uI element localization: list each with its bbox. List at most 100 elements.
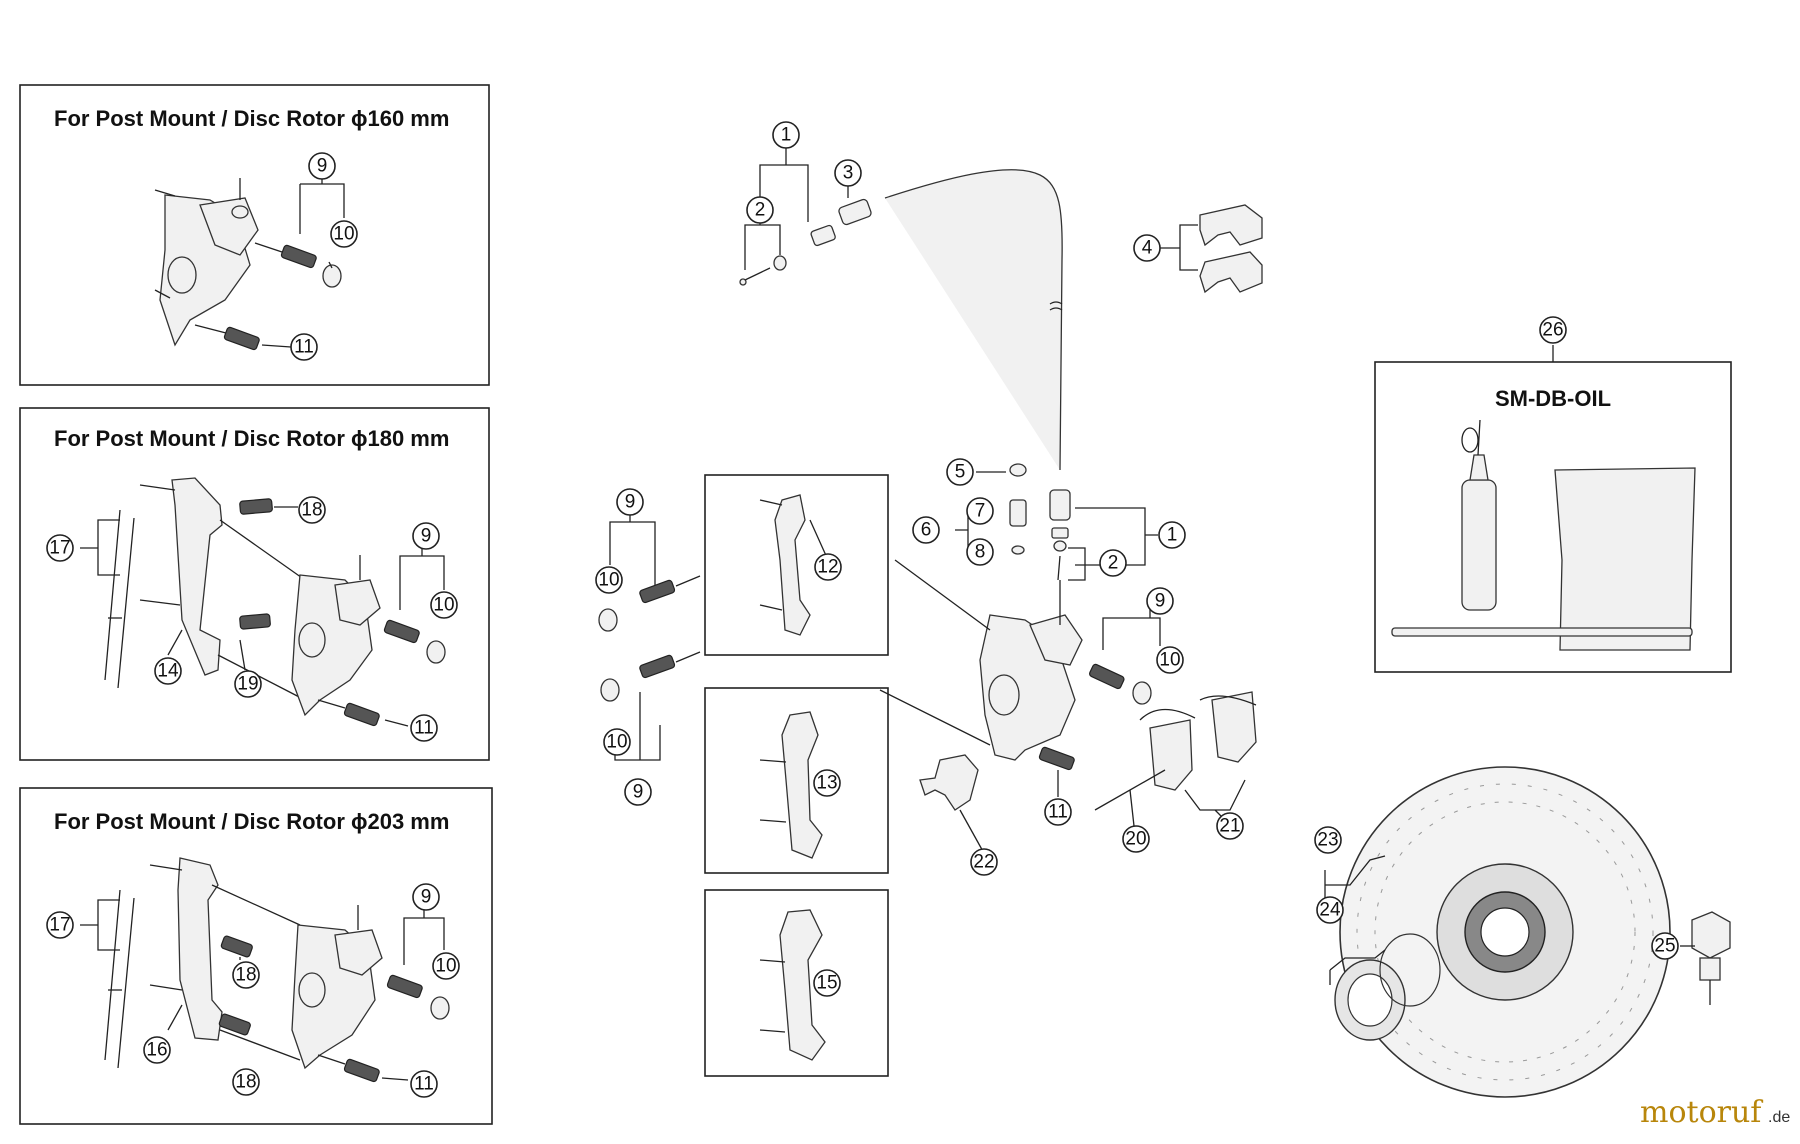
callout-24: 24: [1316, 896, 1344, 924]
lockring: [1334, 933, 1441, 1041]
svg-text:10: 10: [606, 732, 627, 753]
callout-9-panel-160: 9: [308, 152, 336, 180]
callout-10-main-lower: 10: [603, 728, 631, 756]
svg-text:1: 1: [781, 125, 792, 146]
svg-text:13: 13: [816, 773, 837, 794]
callout-9-main-lower: 9: [624, 778, 652, 806]
svg-text:3: 3: [843, 163, 854, 184]
panel-203-title: For Post Mount / Disc Rotor ϕ203 mm: [54, 809, 449, 834]
svg-text:17: 17: [49, 538, 70, 559]
callout-11-panel-180: 11: [410, 714, 438, 742]
svg-text:17: 17: [49, 915, 70, 936]
panel-160-title: For Post Mount / Disc Rotor ϕ160 mm: [54, 106, 449, 131]
bolt-180-11: [317, 699, 380, 727]
svg-text:23: 23: [1317, 830, 1338, 851]
callout-9-main-right: 9: [1146, 587, 1174, 615]
callout-22: 22: [970, 848, 998, 876]
bracket-lines-203: [104, 889, 135, 1069]
callout-11-main: 11: [1044, 798, 1072, 826]
callout-17-panel-180: 17: [46, 534, 74, 562]
adapter-203: [149, 857, 301, 1061]
hose-fittings-lower: [1049, 489, 1071, 581]
panel-180-title: For Post Mount / Disc Rotor ϕ180 mm: [54, 426, 449, 451]
bracket-lines-180: [104, 509, 135, 689]
callout-16-panel-203: 16: [143, 1036, 171, 1064]
washer-203: [430, 996, 450, 1020]
washer-160: [322, 264, 342, 288]
callout-4: 4: [1133, 234, 1161, 262]
svg-text:26: 26: [1542, 320, 1563, 341]
callout-10-main-upper: 10: [595, 566, 623, 594]
svg-text:10: 10: [1159, 650, 1180, 671]
watermark-logo: motoruf .de: [1640, 1095, 1790, 1130]
callout-18-panel-203-upper: 18: [232, 961, 260, 989]
svg-text:10: 10: [333, 224, 354, 245]
main-bolt-9: [1089, 663, 1152, 705]
bolt-203-11: [317, 1054, 380, 1083]
svg-text:11: 11: [1048, 802, 1068, 823]
svg-text:10: 10: [598, 570, 619, 591]
callout-20: 20: [1122, 825, 1150, 853]
svg-text:9: 9: [625, 492, 636, 513]
watermark-brand: motoruf: [1640, 1095, 1763, 1130]
bolt-180-18: [239, 498, 273, 515]
callout-13: 13: [813, 769, 841, 797]
adapter-180: [139, 477, 306, 701]
svg-text:9: 9: [317, 156, 328, 177]
panel-post-mount-160: For Post Mount / Disc Rotor ϕ160 mm 9 10…: [19, 84, 490, 386]
svg-text:18: 18: [301, 500, 322, 521]
pad-spring: [919, 754, 986, 856]
callout-9-main-upper: 9: [616, 488, 644, 516]
svg-text:20: 20: [1125, 829, 1146, 850]
callout-12: 12: [814, 553, 842, 581]
panel-post-mount-180: For Post Mount / Disc Rotor ϕ180 mm: [19, 407, 490, 761]
svg-text:18: 18: [235, 965, 256, 986]
svg-text:9: 9: [1155, 591, 1166, 612]
callout-3-top: 3: [834, 159, 862, 187]
bleed-parts: [1009, 463, 1027, 555]
bolt-203-9: [386, 974, 423, 999]
svg-text:16: 16: [146, 1040, 167, 1061]
adapter-box-12: 12: [704, 474, 889, 656]
svg-text:11: 11: [414, 1074, 434, 1095]
bleed-tube: [1391, 627, 1693, 637]
svg-text:5: 5: [955, 462, 966, 483]
bolt-180-9: [383, 619, 420, 644]
caliper-160-illustration: [154, 178, 259, 347]
callout-1-lower: 1: [1158, 521, 1186, 549]
oil-kit-panel: SM-DB-OIL: [1374, 361, 1732, 673]
callout-10-panel-160: 10: [330, 220, 358, 248]
callout-9-panel-180: 9: [412, 522, 440, 550]
svg-text:15: 15: [816, 973, 837, 994]
svg-text:10: 10: [435, 956, 456, 977]
callout-18-panel-203-lower: 18: [232, 1068, 260, 1096]
callout-5: 5: [946, 458, 974, 486]
svg-text:6: 6: [921, 520, 932, 541]
callout-21: 21: [1216, 812, 1244, 840]
callout-10-panel-203: 10: [432, 952, 460, 980]
bolt-203-18a: [220, 935, 253, 958]
svg-text:2: 2: [1108, 553, 1119, 574]
svg-text:4: 4: [1142, 238, 1153, 259]
svg-text:1: 1: [1167, 525, 1178, 546]
watermark-tld: .de: [1768, 1109, 1790, 1126]
caliper-203-illustration: [291, 905, 383, 1070]
caliper-180-illustration: [291, 555, 381, 717]
disc-rotor: [1339, 766, 1671, 1098]
svg-text:9: 9: [421, 526, 432, 547]
oil-bottle: [1461, 419, 1497, 611]
callout-17-panel-203: 17: [46, 911, 74, 939]
svg-text:18: 18: [235, 1072, 256, 1093]
svg-text:7: 7: [975, 501, 986, 522]
svg-text:8: 8: [975, 542, 986, 563]
callout-2-lower: 2: [1099, 549, 1127, 577]
callout-11-panel-203: 11: [410, 1070, 438, 1098]
callout-19-panel-180: 19: [234, 670, 262, 698]
brake-pads: [1139, 691, 1257, 791]
callout-10-panel-180: 10: [430, 591, 458, 619]
callout-26: 26: [1539, 316, 1567, 344]
svg-text:9: 9: [633, 782, 644, 803]
callout-11-panel-160: 11: [290, 333, 318, 361]
svg-text:2: 2: [755, 200, 766, 221]
